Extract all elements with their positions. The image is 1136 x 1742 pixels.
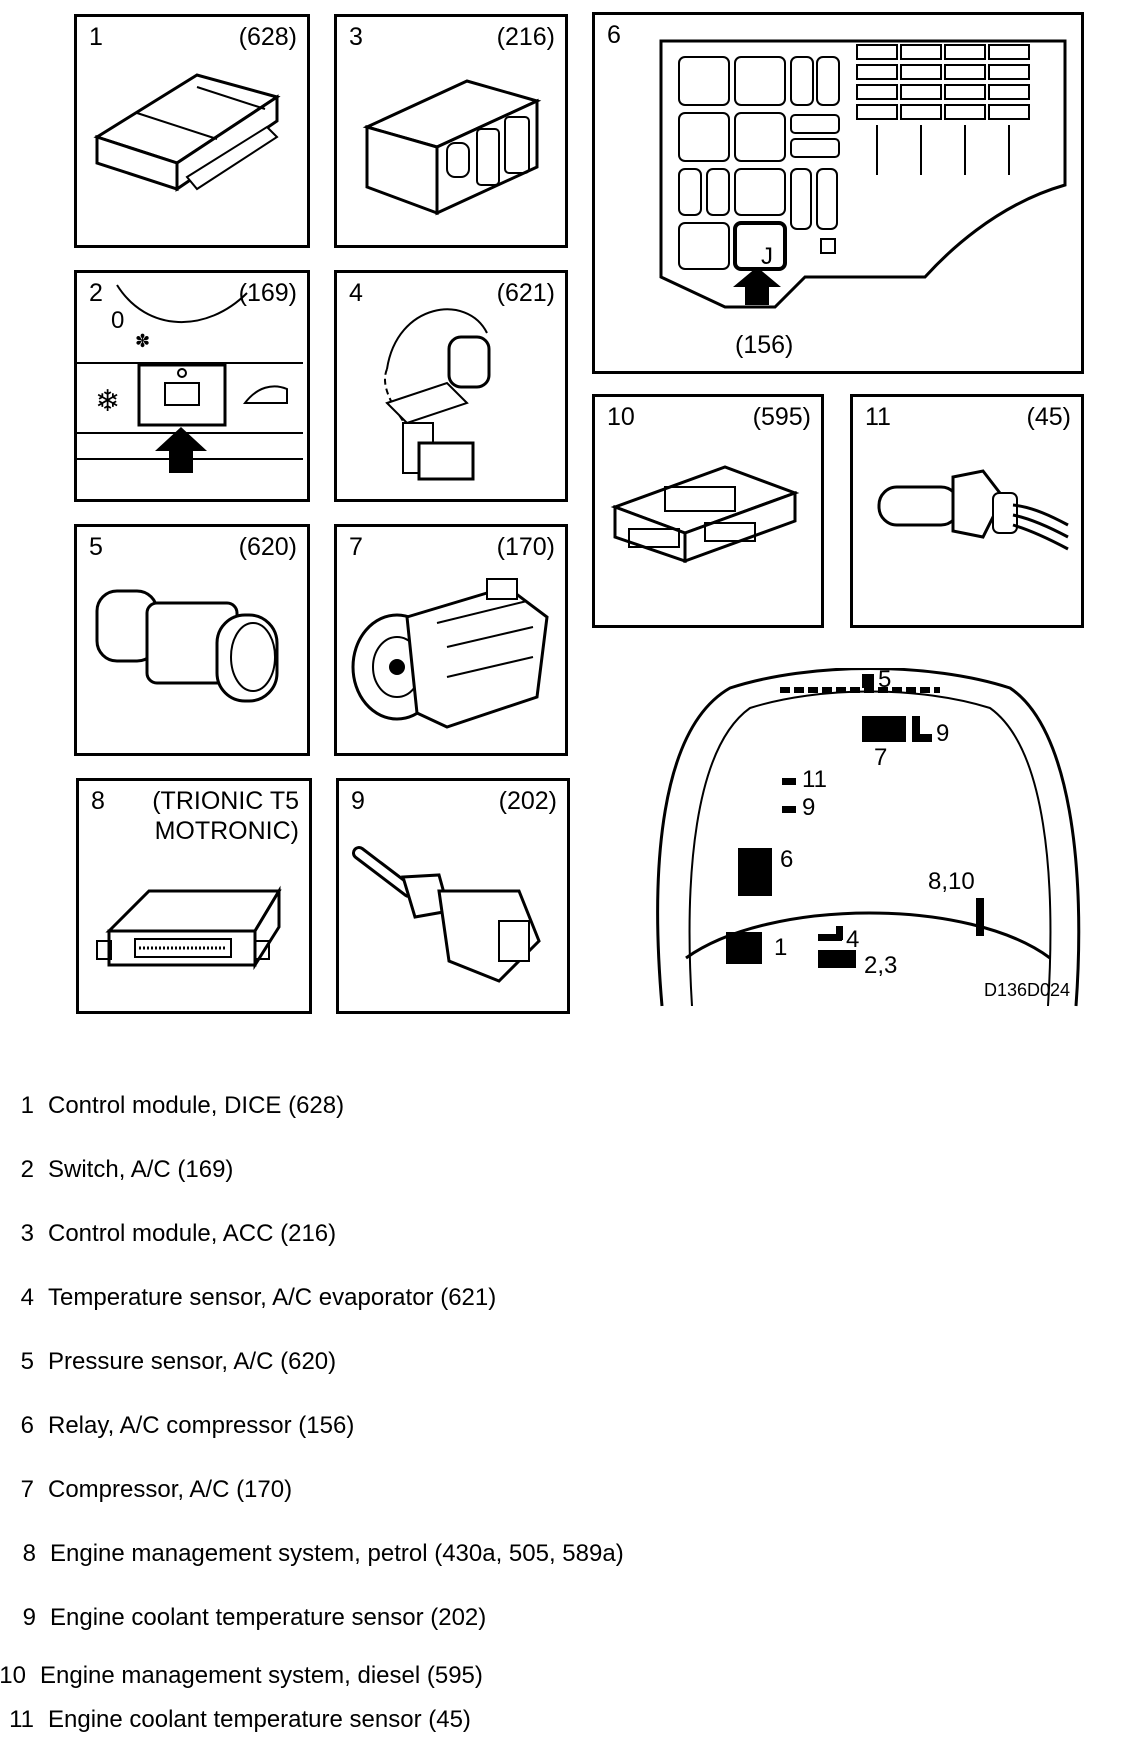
car-label-5: 5 bbox=[878, 666, 892, 693]
svg-text:❄: ❄ bbox=[95, 384, 120, 419]
svg-text:✽: ✽ bbox=[135, 331, 150, 352]
coolant-sensor-45-drawing bbox=[877, 469, 1069, 551]
panel-code: (216) bbox=[496, 23, 555, 51]
fuse-box-drawing bbox=[659, 39, 1067, 309]
dice-module-drawing bbox=[93, 73, 281, 192]
panel-2-ac-switch: 2 (169) 0 ✽ ❄ bbox=[74, 270, 310, 502]
relay-j-label: J bbox=[761, 243, 773, 270]
panel-1-dice-module: 1 (628) bbox=[74, 14, 310, 248]
panel-code: (628) bbox=[238, 23, 297, 51]
panel-code: (170) bbox=[496, 533, 555, 561]
car-label-8-10: 8,10 bbox=[928, 868, 975, 895]
car-label-2-3: 2,3 bbox=[864, 952, 898, 979]
panel-5-pressure-sensor: 5 (620) bbox=[74, 524, 310, 756]
car-location-diagram bbox=[656, 668, 1081, 1007]
panel-number: 1 bbox=[89, 23, 103, 51]
car-label-9: 9 bbox=[802, 794, 816, 821]
coolant-sensor-202-drawing bbox=[352, 846, 541, 983]
panel-3-acc-module: 3 (216) bbox=[334, 14, 568, 248]
temperature-sensor-drawing bbox=[384, 308, 491, 481]
panel-code: (45) bbox=[1026, 403, 1071, 431]
panel-code: (TRIONIC T5 bbox=[152, 787, 299, 815]
panel-number: 2 bbox=[89, 279, 103, 307]
acc-module-drawing bbox=[362, 79, 542, 216]
dial-zero-label: 0 bbox=[111, 307, 125, 334]
panel-number: 3 bbox=[349, 23, 363, 51]
car-label-7: 7 bbox=[874, 744, 888, 771]
car-label-1: 1 bbox=[774, 934, 788, 961]
panel-number: 4 bbox=[349, 279, 363, 307]
panel-code-line2: MOTRONIC) bbox=[154, 817, 299, 845]
panel-10-diesel-ecu: 10 (595) bbox=[592, 394, 824, 628]
panel-code: (620) bbox=[238, 533, 297, 561]
panel-number: 11 bbox=[865, 403, 891, 431]
panel-4-temperature-sensor: 4 (621) bbox=[334, 270, 568, 502]
panel-code: (202) bbox=[498, 787, 557, 815]
panel-number: 8 bbox=[91, 787, 105, 815]
panel-code: (595) bbox=[752, 403, 811, 431]
panel-code: (156) bbox=[735, 331, 794, 359]
panel-number: 10 bbox=[607, 403, 635, 431]
petrol-ecu-drawing bbox=[96, 885, 282, 971]
car-label-4: 4 bbox=[846, 926, 860, 953]
panel-9-coolant-sensor: 9 (202) bbox=[336, 778, 570, 1014]
car-label-9-top: 9 bbox=[936, 720, 950, 747]
panel-11-coolant-sensor: 11 (45) bbox=[850, 394, 1084, 628]
diesel-ecu-drawing bbox=[610, 465, 800, 564]
panel-number: 5 bbox=[89, 533, 103, 561]
panel-number: 7 bbox=[349, 533, 363, 561]
panel-7-compressor: 7 (170) bbox=[334, 524, 568, 756]
ac-switch-drawing: ✽ ❄ bbox=[77, 284, 303, 473]
car-label-11: 11 bbox=[802, 766, 827, 793]
panel-code: (621) bbox=[496, 279, 555, 307]
drawing-code: D136D024 bbox=[984, 980, 1071, 1000]
panel-number: 9 bbox=[351, 787, 365, 815]
panel-code: (169) bbox=[238, 279, 297, 307]
panel-8-petrol-ecu: 8 (TRIONIC T5 MOTRONIC) bbox=[76, 778, 312, 1014]
car-label-6: 6 bbox=[780, 846, 794, 873]
compressor-drawing bbox=[351, 578, 549, 729]
panel-6-fuse-box: 6 J (156) bbox=[592, 12, 1084, 374]
pressure-sensor-drawing bbox=[95, 589, 279, 703]
panel-number: 6 bbox=[607, 21, 621, 49]
